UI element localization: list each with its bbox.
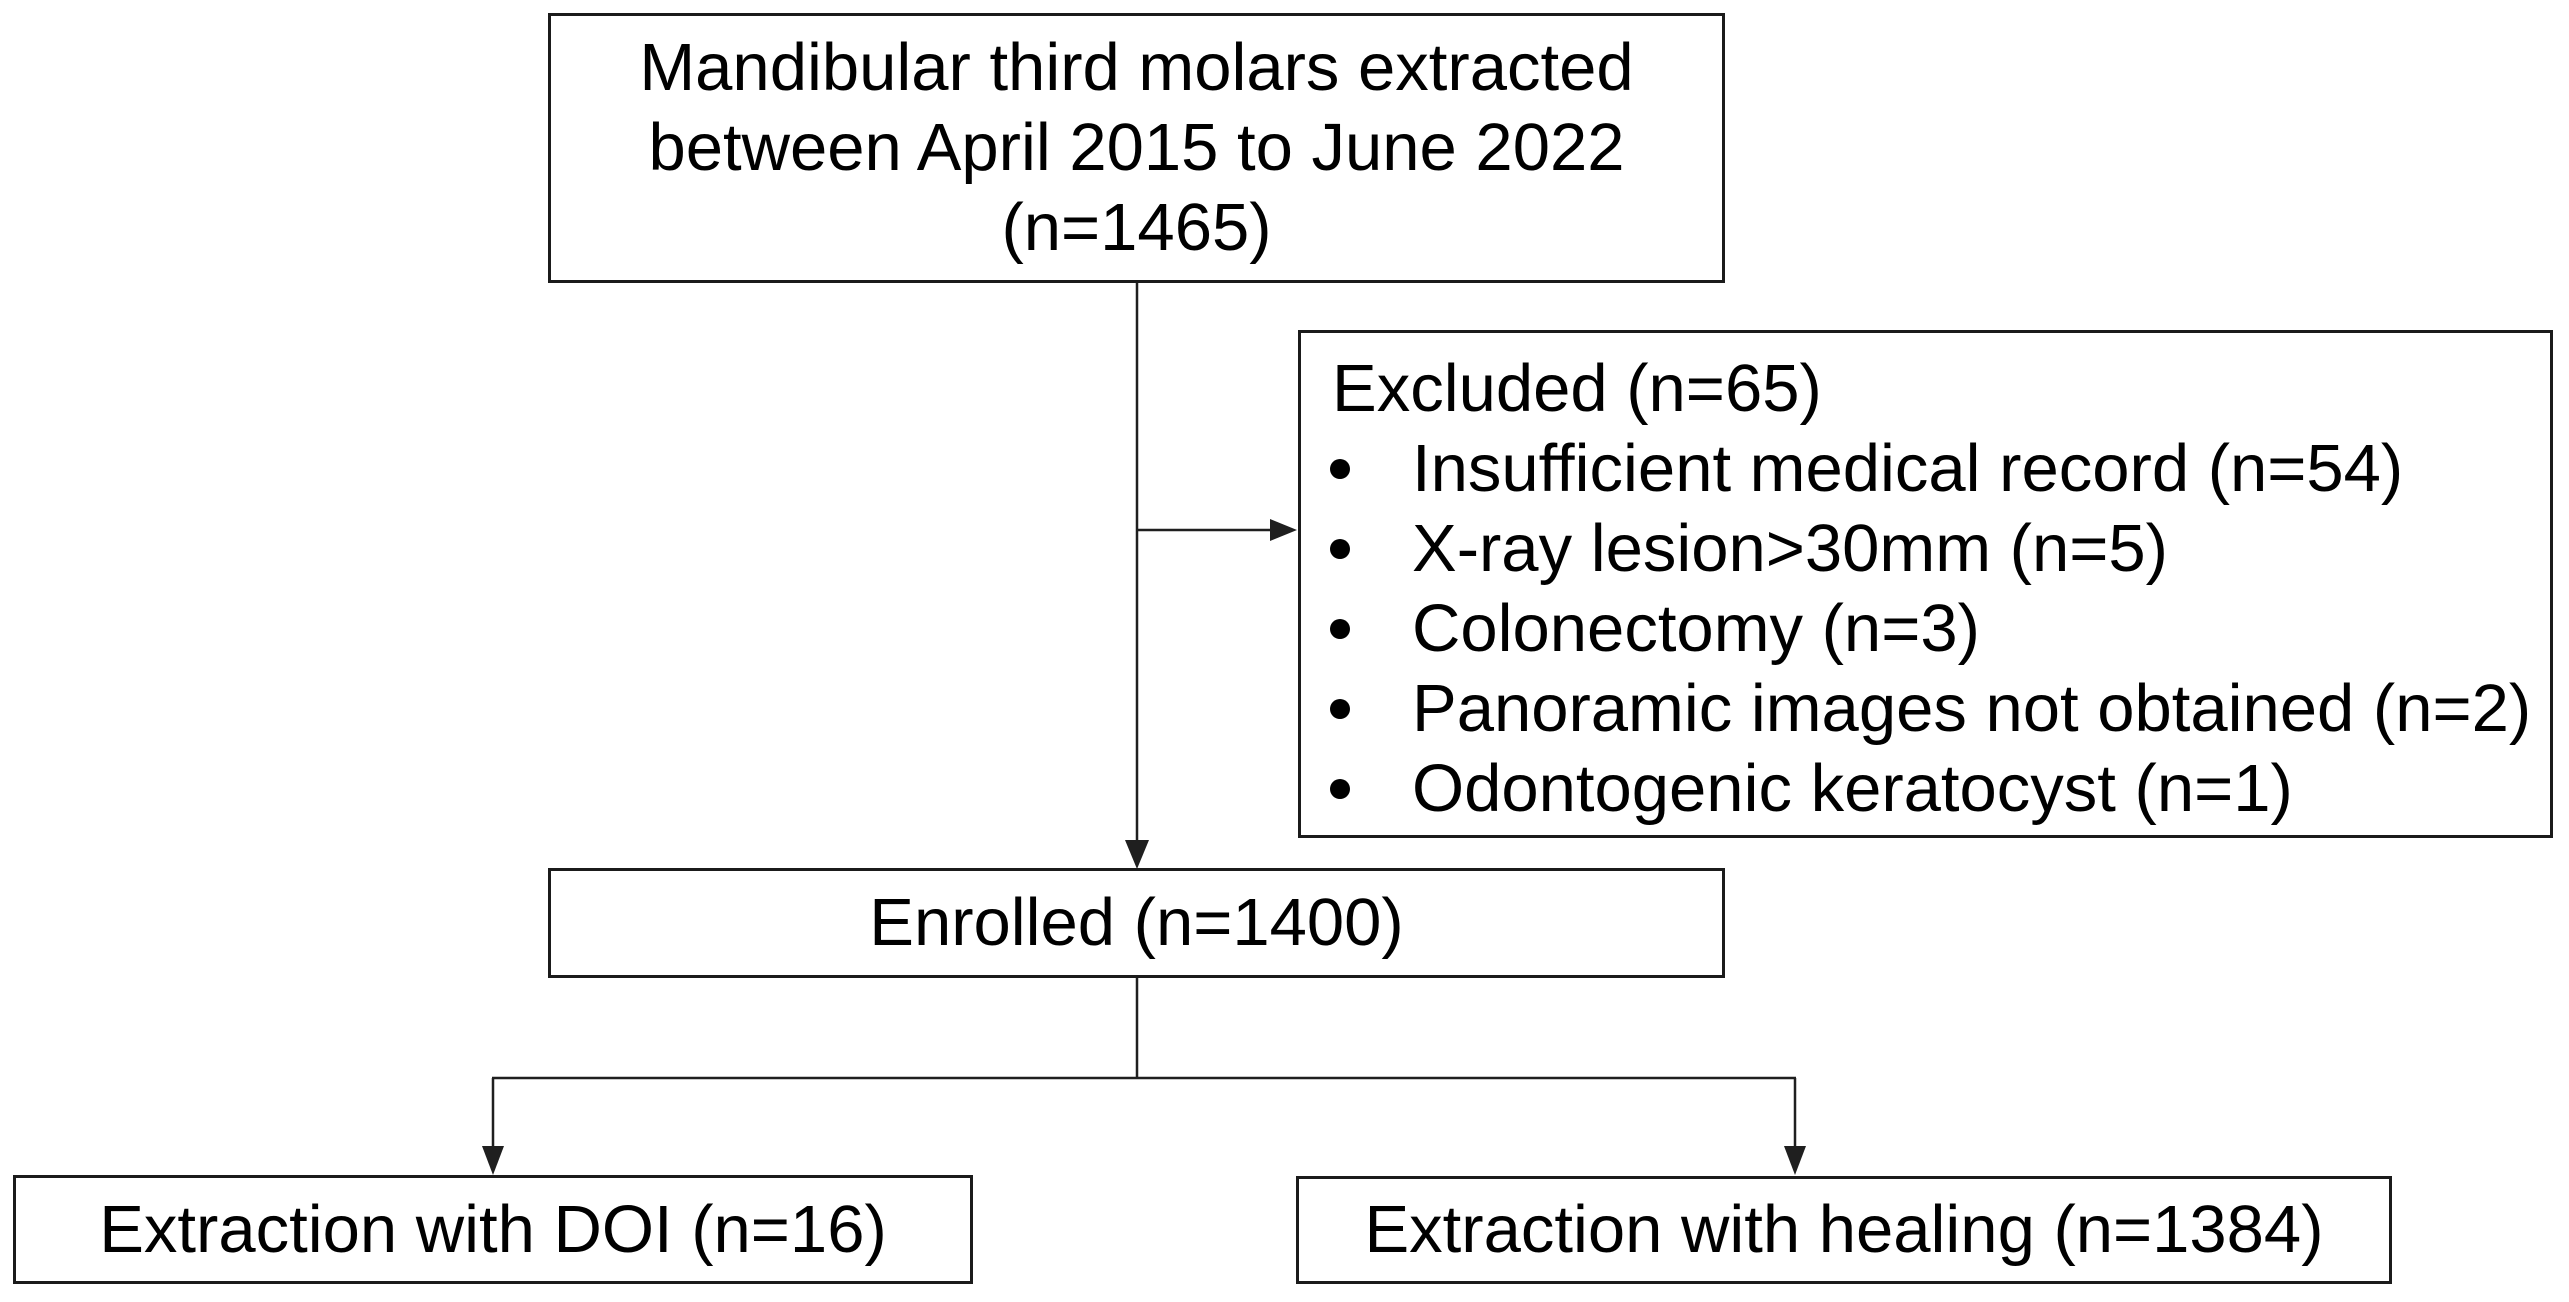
bullet-dot-icon	[1330, 539, 1350, 559]
excluded-reasons-list: Insufficient medical record (n=54) X-ray…	[1301, 429, 2540, 829]
box-extraction-healing: Extraction with healing (n=1384)	[1296, 1176, 2392, 1284]
arrowhead-right-excluded-icon	[1270, 519, 1297, 541]
box-initial-count: (n=1465)	[1001, 190, 1272, 265]
excluded-reason-label: Colonectomy (n=3)	[1412, 591, 1980, 666]
bullet-dot-icon	[1330, 779, 1350, 799]
excluded-reason: Panoramic images not obtained (n=2)	[1301, 669, 2540, 749]
extraction-healing-label: Extraction with healing (n=1384)	[1364, 1192, 2324, 1267]
excluded-reason-label: Odontogenic keratocyst (n=1)	[1412, 751, 2293, 826]
excluded-title: Excluded (n=65)	[1332, 351, 1822, 426]
box-excluded: Excluded (n=65) Insufficient medical rec…	[1298, 330, 2553, 838]
box-initial-line2: between April 2015 to June 2022	[648, 110, 1625, 185]
excluded-reason-label: X-ray lesion>30mm (n=5)	[1412, 511, 2168, 586]
excluded-reason: Insufficient medical record (n=54)	[1301, 429, 2540, 509]
box-initial-line1: Mandibular third molars extracted	[639, 30, 1634, 105]
excluded-reason: Colonectomy (n=3)	[1301, 589, 2540, 669]
excluded-reason-label: Panoramic images not obtained (n=2)	[1412, 671, 2532, 746]
enrolled-label: Enrolled (n=1400)	[869, 885, 1404, 960]
excluded-reason: X-ray lesion>30mm (n=5)	[1301, 509, 2540, 589]
box-enrolled: Enrolled (n=1400)	[548, 868, 1725, 978]
arrowhead-down-doi-icon	[482, 1146, 504, 1175]
bullet-dot-icon	[1330, 699, 1350, 719]
excluded-reason-label: Insufficient medical record (n=54)	[1412, 431, 2404, 506]
extraction-doi-label: Extraction with DOI (n=16)	[99, 1191, 887, 1267]
arrowhead-down-healing-icon	[1784, 1146, 1806, 1175]
box-extraction-doi: Extraction with DOI (n=16)	[13, 1175, 973, 1284]
arrowhead-down-enrolled-icon	[1125, 840, 1149, 869]
bullet-dot-icon	[1330, 619, 1350, 639]
excluded-reason: Odontogenic keratocyst (n=1)	[1301, 749, 2540, 829]
bullet-dot-icon	[1330, 459, 1350, 479]
box-initial-population: Mandibular third molars extracted betwee…	[548, 13, 1725, 283]
